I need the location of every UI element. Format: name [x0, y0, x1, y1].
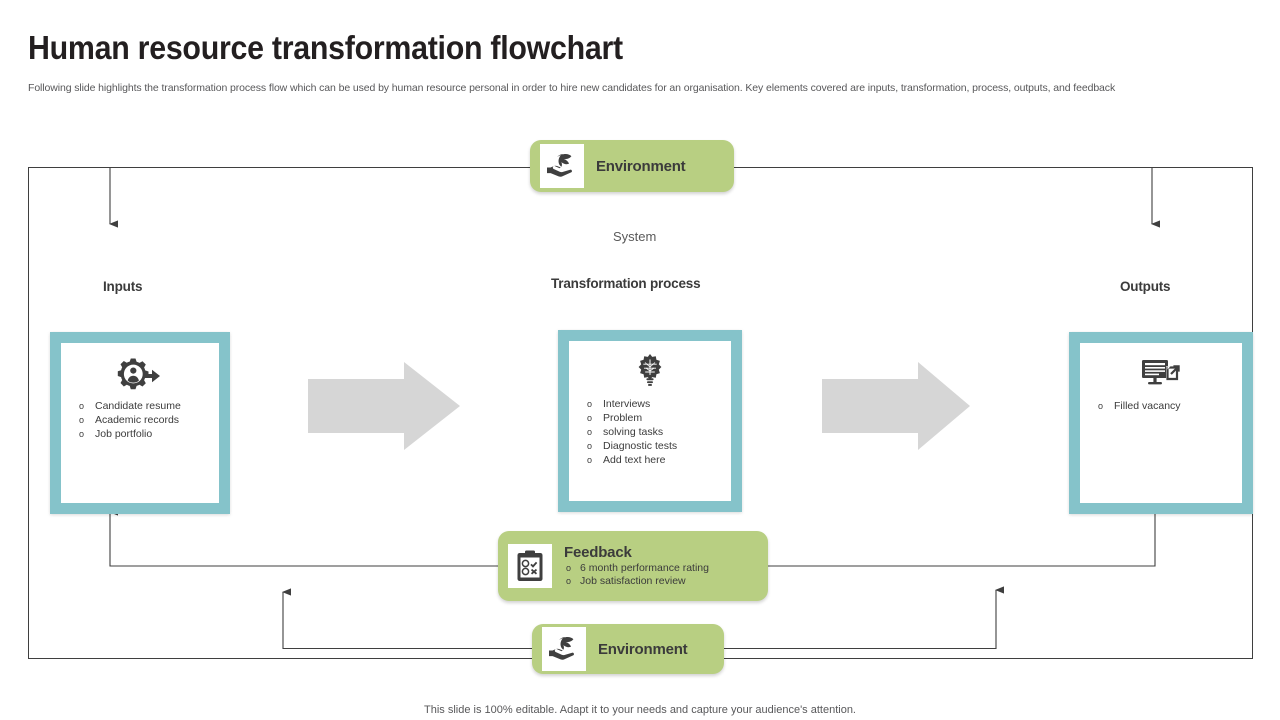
list-item: Academic records: [77, 413, 181, 427]
inputs-caption: Inputs: [103, 279, 143, 294]
lightbulb-gear-icon: [631, 354, 669, 389]
transformation-caption: Transformation process: [551, 276, 701, 291]
outputs-list: Filled vacancy: [1080, 399, 1181, 413]
list-item: Filled vacancy: [1096, 399, 1181, 413]
system-label: System: [613, 229, 657, 244]
list-item: Job satisfaction review: [564, 575, 709, 589]
outputs-card[interactable]: Filled vacancy: [1069, 332, 1253, 514]
environment-label-top: Environment: [596, 157, 686, 175]
list-item: Add text here: [585, 453, 677, 467]
list-item: 6 month performance rating: [564, 562, 709, 576]
list-item: Interviews: [585, 397, 677, 411]
flow-arrow-inputs-to-transform: [308, 362, 460, 450]
environment-card-bottom[interactable]: Environment: [532, 624, 724, 674]
list-item: Problem: [585, 411, 677, 425]
flow-arrow-transform-to-outputs: [822, 362, 970, 450]
feedback-label: Feedback: [564, 543, 632, 561]
environment-label-bottom: Environment: [598, 640, 688, 658]
page-title: Human resource transformation flowchart: [28, 29, 623, 66]
page-subtitle: Following slide highlights the transform…: [28, 82, 1116, 94]
list-item: Candidate resume: [77, 399, 181, 413]
feedback-list: 6 month performance rating Job satisfact…: [564, 562, 709, 589]
environment-card-top[interactable]: Environment: [530, 140, 734, 192]
feedback-card[interactable]: Feedback 6 month performance rating Job …: [498, 531, 768, 601]
hand-plant-icon: [542, 627, 586, 671]
list-item: Diagnostic tests: [585, 439, 677, 453]
clipboard-check-icon: [508, 544, 552, 588]
outputs-caption: Outputs: [1120, 279, 1171, 294]
monitor-export-icon: [1141, 357, 1181, 391]
inputs-card[interactable]: Candidate resume Academic records Job po…: [50, 332, 230, 514]
list-item: Job portfolio: [77, 427, 181, 441]
gear-person-arrow-icon: [117, 357, 163, 391]
transformation-card[interactable]: Interviews Problem solving tasks Diagnos…: [558, 330, 742, 512]
inputs-list: Candidate resume Academic records Job po…: [61, 399, 181, 441]
transformation-list: Interviews Problem solving tasks Diagnos…: [569, 397, 677, 467]
list-item-cont: solving tasks: [585, 425, 677, 439]
hand-plant-icon: [540, 144, 584, 188]
footer-note: This slide is 100% editable. Adapt it to…: [424, 704, 856, 716]
